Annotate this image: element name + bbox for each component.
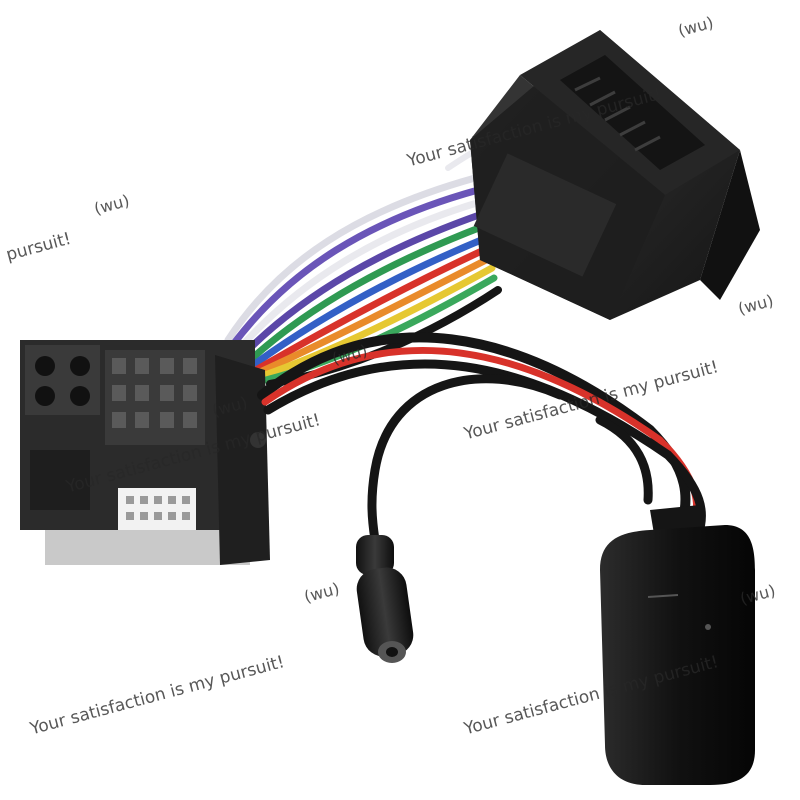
wire-yellow-1 xyxy=(258,264,496,380)
wire-white-1 xyxy=(224,174,479,344)
wire-green-1 xyxy=(244,222,488,366)
wire-purple-2 xyxy=(238,210,486,360)
bluetooth-module xyxy=(600,505,755,785)
quadlock-connector-left xyxy=(20,340,270,565)
aux-jack xyxy=(356,535,414,663)
iso-connector-right xyxy=(470,30,760,320)
wire-white-2 xyxy=(234,198,484,354)
wire-red-1 xyxy=(252,244,492,374)
bluetooth-cable xyxy=(257,332,706,545)
wire-blue-1 xyxy=(248,234,490,370)
wire-purple-1 xyxy=(228,186,482,350)
wire-orange-1 xyxy=(256,254,494,376)
